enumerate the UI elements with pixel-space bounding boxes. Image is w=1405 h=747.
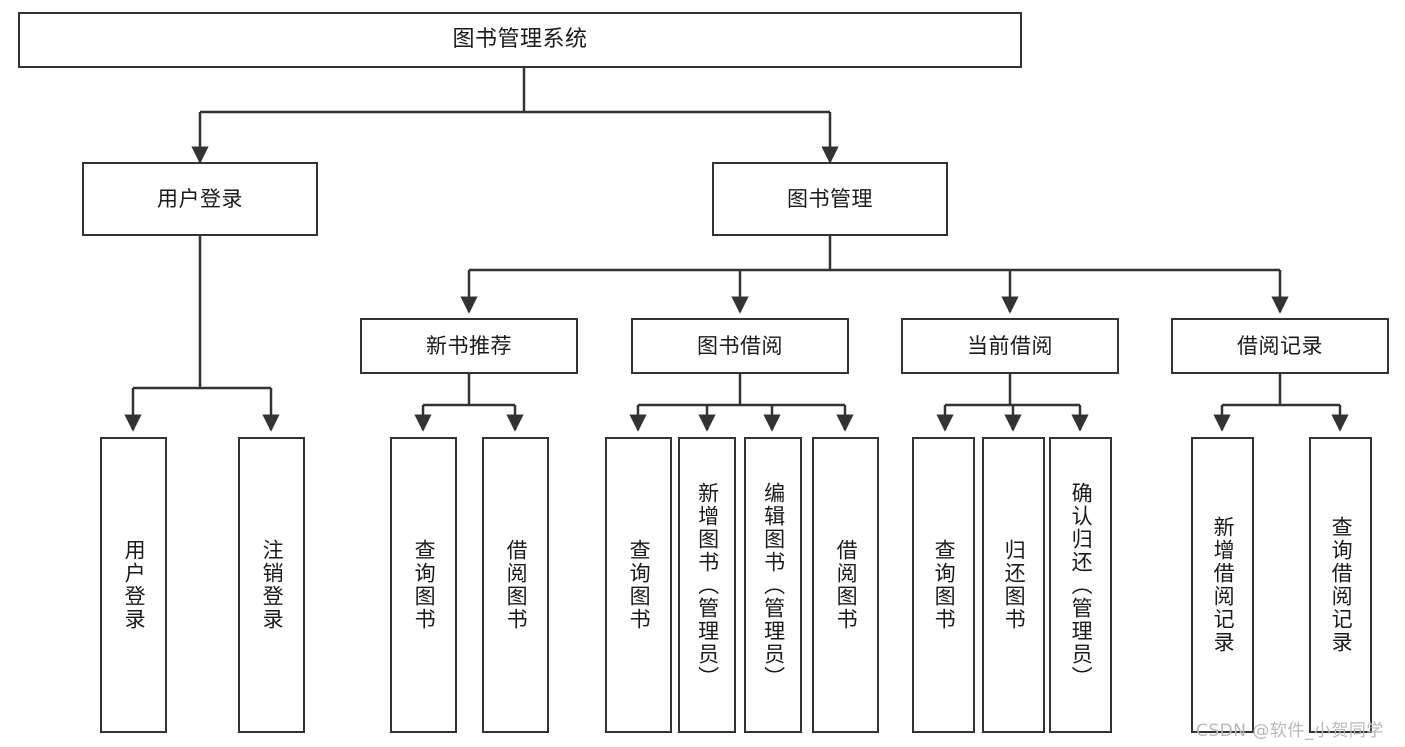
leaf-borrow-edit-book-admin-label: 编辑图书（管理员） (761, 481, 786, 689)
leaf-user-login-signin-label: 用户登录 (122, 539, 147, 631)
node-book-management[interactable]: 图书管理 (712, 162, 948, 236)
leaf-current-query-book[interactable]: 查询图书 (912, 437, 975, 733)
node-book-management-label: 图书管理 (787, 186, 873, 211)
leaf-record-query[interactable]: 查询借阅记录 (1309, 437, 1372, 733)
node-user-login[interactable]: 用户登录 (82, 162, 318, 236)
leaf-user-login-signout[interactable]: 注销登录 (238, 437, 305, 733)
leaf-new-book-query-label: 查询图书 (412, 539, 437, 631)
node-borrow-record-label: 借阅记录 (1237, 333, 1323, 358)
leaf-record-add[interactable]: 新增借阅记录 (1191, 437, 1254, 733)
leaf-borrow-query-book[interactable]: 查询图书 (605, 437, 672, 733)
leaf-borrow-add-book-admin-label: 新增图书（管理员） (695, 481, 720, 689)
leaf-current-confirm-return-admin[interactable]: 确认归还（管理员） (1049, 437, 1112, 733)
leaf-current-query-book-label: 查询图书 (932, 539, 957, 631)
node-book-borrow[interactable]: 图书借阅 (631, 318, 849, 374)
leaf-new-book-borrow-label: 借阅图书 (504, 539, 529, 631)
leaf-current-confirm-return-admin-label: 确认归还（管理员） (1069, 481, 1094, 689)
leaf-borrow-borrow-book[interactable]: 借阅图书 (812, 437, 879, 733)
leaf-new-book-query[interactable]: 查询图书 (390, 437, 457, 733)
node-book-borrow-label: 图书借阅 (697, 333, 783, 358)
leaf-record-query-label: 查询借阅记录 (1329, 516, 1354, 654)
node-root-label: 图书管理系统 (452, 27, 588, 53)
node-current-borrow-label: 当前借阅 (967, 333, 1053, 358)
leaf-user-login-signout-label: 注销登录 (260, 539, 285, 631)
leaf-borrow-query-book-label: 查询图书 (627, 539, 652, 631)
node-user-login-label: 用户登录 (157, 186, 243, 211)
node-borrow-record[interactable]: 借阅记录 (1171, 318, 1389, 374)
leaf-user-login-signin[interactable]: 用户登录 (100, 437, 167, 733)
leaf-current-return-book-label: 归还图书 (1002, 539, 1027, 631)
leaf-current-return-book[interactable]: 归还图书 (982, 437, 1045, 733)
leaf-new-book-borrow[interactable]: 借阅图书 (482, 437, 549, 733)
node-new-book-recommend-label: 新书推荐 (426, 333, 512, 358)
leaf-borrow-add-book-admin[interactable]: 新增图书（管理员） (678, 437, 736, 733)
node-new-book-recommend[interactable]: 新书推荐 (360, 318, 578, 374)
leaf-record-add-label: 新增借阅记录 (1211, 516, 1236, 654)
node-root-system[interactable]: 图书管理系统 (18, 12, 1022, 68)
leaf-borrow-edit-book-admin[interactable]: 编辑图书（管理员） (744, 437, 802, 733)
node-current-borrow[interactable]: 当前借阅 (901, 318, 1119, 374)
leaf-borrow-borrow-book-label: 借阅图书 (834, 539, 859, 631)
csdn-watermark: CSDN @软件_小贺同学 (1196, 721, 1384, 741)
